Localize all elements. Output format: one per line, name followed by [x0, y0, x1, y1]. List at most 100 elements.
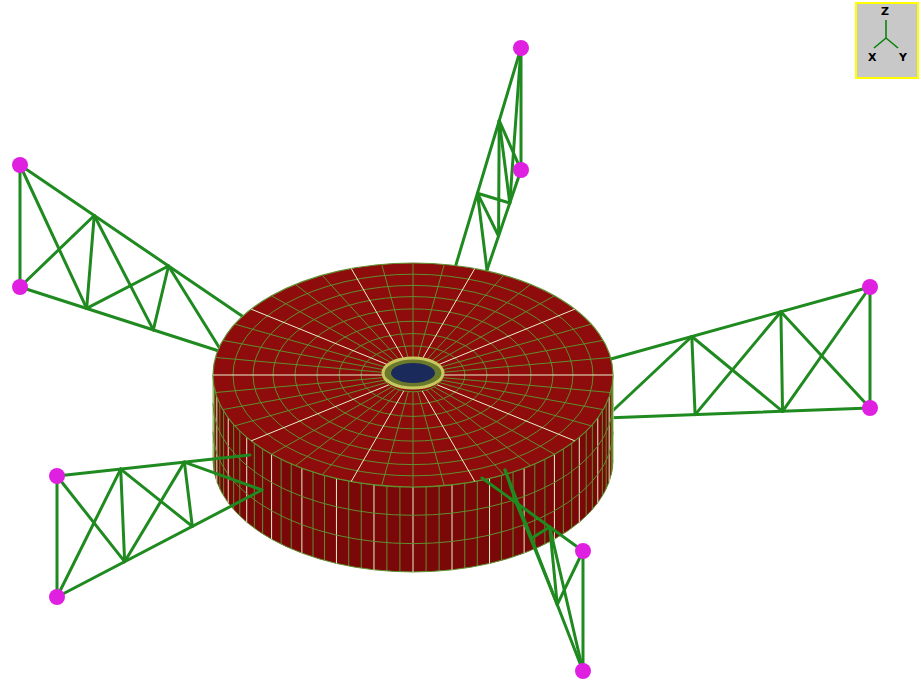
truss-member	[505, 470, 583, 671]
truss-member	[87, 266, 169, 308]
mesh-line	[434, 387, 554, 454]
mesh-line	[272, 296, 392, 363]
truss-member	[87, 215, 95, 308]
axis-triad	[856, 3, 918, 78]
mesh-line	[501, 475, 502, 560]
disk-top	[213, 263, 613, 487]
mesh-line	[418, 392, 445, 486]
support-node	[862, 279, 878, 295]
mesh-line	[606, 404, 607, 489]
mesh-line	[213, 375, 383, 376]
mesh-line	[235, 324, 386, 367]
support-node	[513, 162, 529, 178]
truss-member	[605, 337, 692, 419]
mesh-line	[437, 385, 575, 441]
axis-label: X	[868, 52, 876, 63]
mesh-line	[524, 468, 525, 553]
mesh-line	[228, 418, 229, 503]
truss-member	[499, 121, 521, 170]
mesh-line	[291, 464, 292, 549]
truss-member	[153, 266, 168, 330]
mesh-line	[431, 284, 531, 361]
mesh-line	[213, 375, 214, 460]
mesh-line	[477, 481, 478, 566]
mesh-line	[216, 397, 217, 482]
truss-arm	[600, 279, 878, 418]
mesh-line	[251, 385, 389, 441]
mesh-line	[427, 275, 504, 360]
truss-member	[869, 287, 872, 408]
truss-member	[121, 469, 125, 562]
mesh-line	[351, 391, 404, 482]
mesh-line	[554, 454, 555, 539]
truss-member	[781, 312, 783, 412]
support-node	[49, 589, 65, 605]
support-node	[862, 400, 878, 416]
truss-member	[20, 165, 245, 318]
mesh-line	[464, 483, 465, 568]
mesh-line	[579, 437, 580, 522]
mesh-line	[246, 437, 247, 522]
truss-member	[692, 337, 695, 415]
truss-member	[510, 48, 521, 203]
mesh-line	[336, 478, 337, 563]
truss-member	[19, 165, 22, 287]
mesh-line	[452, 485, 453, 570]
mesh-line	[295, 389, 395, 466]
mesh-line	[413, 487, 414, 572]
triad-box	[856, 3, 918, 78]
disk-hole	[383, 358, 443, 388]
support-node	[575, 663, 591, 679]
mesh-line	[431, 389, 531, 466]
truss-member	[121, 469, 193, 526]
truss-member	[477, 193, 509, 203]
mesh-line	[571, 443, 572, 528]
axis-line	[885, 20, 887, 38]
mesh-line	[443, 357, 611, 372]
mesh-line	[233, 425, 234, 510]
truss-member	[605, 408, 870, 418]
truss-member	[94, 215, 153, 329]
mesh-line	[348, 481, 349, 566]
truss-member	[184, 462, 262, 490]
truss-member	[516, 503, 557, 605]
mesh-line	[386, 486, 387, 571]
mesh-line	[324, 475, 325, 560]
mesh-line	[513, 472, 514, 557]
truss-member	[57, 469, 121, 597]
mesh-line	[383, 358, 443, 392]
mesh-line	[322, 275, 399, 360]
truss-member	[125, 462, 185, 562]
support-node	[575, 543, 591, 559]
truss-member	[477, 193, 487, 270]
mesh-line	[281, 459, 282, 544]
mesh-line	[313, 472, 314, 557]
mesh-line	[382, 264, 409, 358]
mesh-line	[295, 284, 395, 361]
mesh-line	[440, 383, 591, 426]
mesh-line	[612, 382, 613, 467]
mesh-line	[413, 263, 414, 358]
mesh-line	[322, 390, 399, 475]
support-node	[12, 279, 28, 295]
mesh-line	[489, 478, 490, 563]
mesh-line	[399, 487, 400, 572]
truss-arm	[12, 157, 245, 352]
mesh-line	[251, 309, 389, 365]
mesh-line	[563, 449, 564, 534]
truss-member	[20, 287, 222, 352]
truss-member	[692, 337, 783, 412]
truss-member	[781, 312, 870, 408]
axis-label: Z	[881, 6, 889, 17]
mesh-line	[214, 390, 215, 475]
truss-member	[184, 462, 192, 526]
mesh-line	[223, 340, 385, 369]
axis-label: Y	[899, 52, 907, 63]
mesh-line	[592, 425, 593, 510]
mesh-line	[609, 397, 610, 482]
truss-member	[455, 48, 521, 268]
mesh-line	[611, 390, 612, 475]
truss-member	[532, 527, 550, 538]
